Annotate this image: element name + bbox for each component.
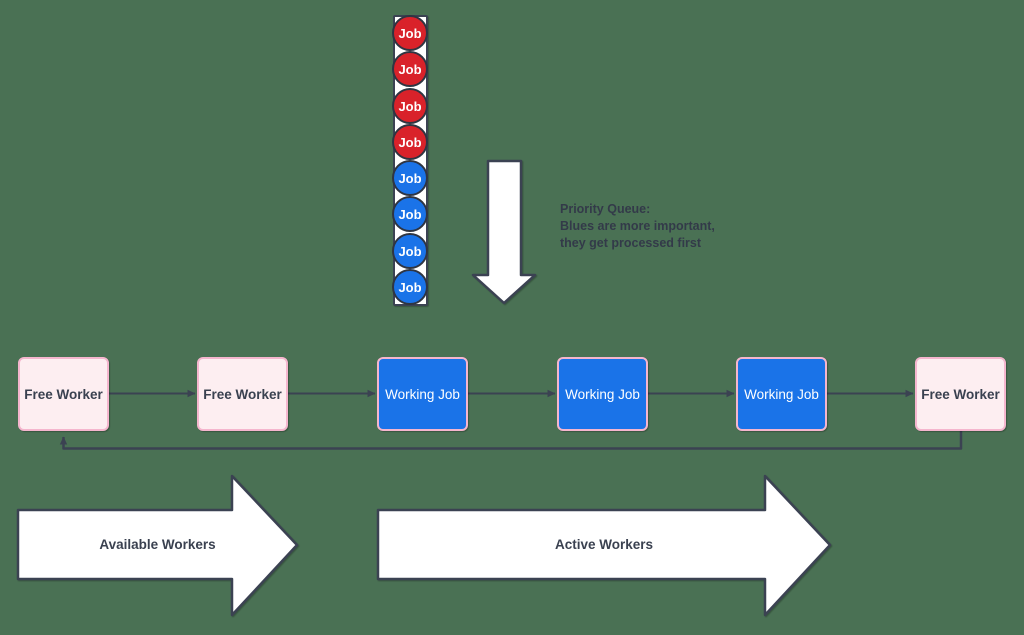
working-job-node-1: Working Job	[377, 357, 468, 431]
job-circle-blue: Job	[392, 233, 428, 269]
node-label: Working Job	[385, 386, 460, 402]
job-circle-blue: Job	[392, 269, 428, 305]
node-label: Free Worker	[921, 386, 1000, 402]
job-label: Job	[398, 243, 422, 259]
job-circle-red: Job	[392, 88, 428, 124]
job-label: Job	[398, 98, 422, 114]
job-label: Job	[398, 279, 422, 295]
job-label: Job	[398, 206, 422, 222]
working-job-node-3: Working Job	[736, 357, 827, 431]
job-label: Job	[398, 61, 422, 77]
node-label: Working Job	[744, 386, 819, 402]
note-line: Priority Queue:	[560, 202, 651, 216]
job-circle-red: Job	[392, 51, 428, 87]
node-label: Free Worker	[24, 386, 103, 402]
job-circle-blue: Job	[392, 160, 428, 196]
job-circle-red: Job	[392, 124, 428, 160]
free-worker-node-1: Free Worker	[18, 357, 109, 431]
active-workers-arrow-shape	[376, 474, 832, 617]
job-label: Job	[398, 25, 422, 41]
free-worker-node-2: Free Worker	[197, 357, 288, 431]
job-label: Job	[398, 170, 422, 186]
working-job-node-2: Working Job	[557, 357, 648, 431]
note-line: they get processed first	[560, 236, 702, 250]
job-circle-blue: Job	[392, 196, 428, 232]
priority-queue-note: Priority Queue: Blues are more important…	[560, 201, 715, 252]
job-label: Job	[398, 134, 422, 150]
available-workers-arrow-shape	[16, 474, 299, 617]
free-worker-node-3: Free Worker	[915, 357, 1006, 431]
note-line: Blues are more important,	[560, 219, 715, 233]
node-label: Working Job	[565, 386, 640, 402]
connector-feedback-loop	[59, 430, 963, 450]
job-circle-red: Job	[392, 15, 428, 51]
down-arrow-shape	[471, 159, 537, 305]
node-label: Free Worker	[203, 386, 282, 402]
